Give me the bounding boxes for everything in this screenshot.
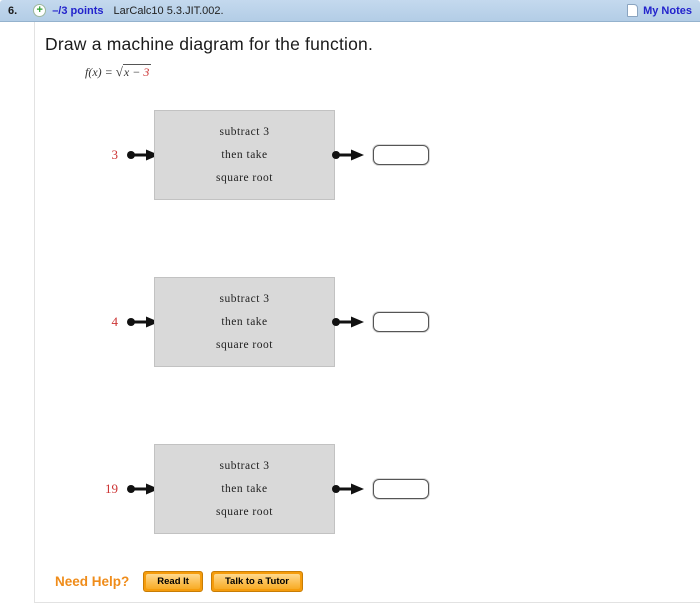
problem-title: Draw a machine diagram for the function. bbox=[45, 34, 374, 54]
machine-box-line: then take bbox=[221, 482, 268, 495]
machine-box-line: then take bbox=[221, 315, 268, 328]
machine-box-line: subtract 3 bbox=[219, 125, 270, 138]
question-panel: Draw a machine diagram for the function.… bbox=[34, 22, 700, 603]
note-page-icon[interactable] bbox=[627, 4, 639, 17]
radical-sign: √ bbox=[115, 64, 123, 79]
answer-input-1[interactable] bbox=[373, 145, 429, 165]
machine-box-line: square root bbox=[216, 338, 273, 351]
formula-lhs: f(x) = bbox=[85, 65, 116, 79]
need-help-label: Need Help? bbox=[55, 574, 130, 589]
need-help-row: Need Help? Read It Talk to a Tutor bbox=[55, 571, 700, 592]
machine-box-line: square root bbox=[216, 505, 273, 518]
flow-arrow-icon bbox=[332, 316, 364, 328]
machine-box: subtract 3 then take square root bbox=[154, 277, 335, 367]
question-header: 6. + –/3 points LarCalc10 5.3.JIT.002. M… bbox=[0, 0, 700, 22]
machine-box-line: square root bbox=[216, 171, 273, 184]
points-label: –/3 points bbox=[52, 4, 104, 17]
radicand: x − 3 bbox=[122, 64, 152, 79]
machine-row-2: 4 subtract 3 then take square root bbox=[68, 277, 700, 367]
plus-circle-icon[interactable]: + bbox=[33, 4, 47, 17]
talk-to-tutor-button[interactable]: Talk to a Tutor bbox=[210, 571, 303, 592]
machine-box-line: subtract 3 bbox=[219, 292, 270, 305]
flow-arrow-icon bbox=[332, 149, 364, 161]
assignment-id: LarCalc10 5.3.JIT.002. bbox=[113, 4, 224, 17]
question-number: 6. bbox=[8, 4, 18, 17]
read-it-button[interactable]: Read It bbox=[143, 571, 203, 592]
read-it-button-label: Read It bbox=[146, 574, 200, 589]
machine-box: subtract 3 then take square root bbox=[154, 444, 335, 534]
function-formula: f(x) = √x − 3 bbox=[85, 64, 700, 80]
machine-input-value: 4 bbox=[111, 314, 119, 329]
flow-arrow-icon bbox=[332, 483, 364, 495]
answer-input-2[interactable] bbox=[373, 312, 429, 332]
my-notes-link[interactable]: My Notes bbox=[643, 4, 692, 17]
machine-box-line: subtract 3 bbox=[219, 459, 270, 472]
talk-to-tutor-button-label: Talk to a Tutor bbox=[213, 574, 300, 589]
machine-box: subtract 3 then take square root bbox=[154, 110, 335, 200]
machine-row-1: 3 subtract 3 then take square root bbox=[68, 110, 700, 200]
machine-row-3: 19 subtract 3 then take square root bbox=[68, 444, 700, 534]
radicand-constant: 3 bbox=[143, 65, 150, 79]
machine-box-line: then take bbox=[221, 148, 268, 161]
flow-arrow-icon bbox=[127, 483, 159, 495]
flow-arrow-icon bbox=[127, 316, 159, 328]
machine-input-value: 3 bbox=[111, 147, 119, 162]
machine-input-value: 19 bbox=[105, 481, 118, 496]
flow-arrow-icon bbox=[127, 149, 159, 161]
radicand-variable: x − bbox=[123, 65, 144, 79]
answer-input-3[interactable] bbox=[373, 479, 429, 499]
